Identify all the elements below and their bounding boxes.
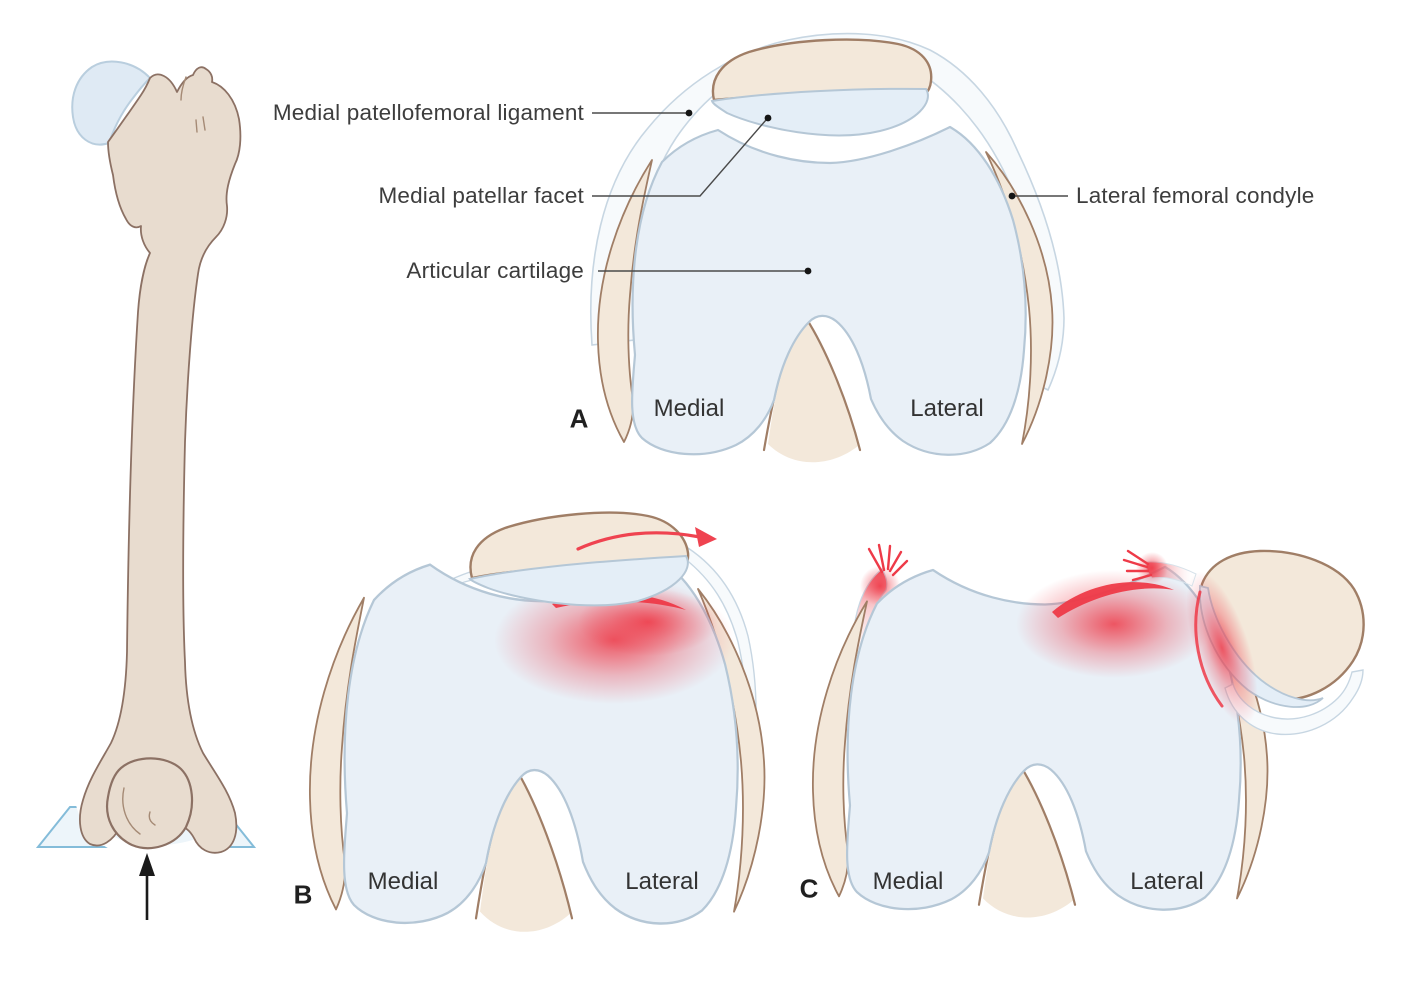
label-articular-cartilage: Articular cartilage: [406, 258, 584, 283]
leader-dots: [685, 109, 1016, 275]
panel-b-lateral-label: Lateral: [625, 868, 699, 895]
medial-patellar-facet-shape: [710, 87, 929, 137]
torn-fray-patellar: [1122, 549, 1153, 582]
panel-a-knee: [589, 32, 1068, 464]
panel-b-letter: B: [293, 879, 313, 910]
panel-a-letter: A: [569, 403, 589, 434]
trochanter-detail-lines: [180, 76, 206, 133]
label-medial-patellofemoral-ligament: Medial patellofemoral ligament: [272, 100, 584, 125]
injury-highlight-trochlea-edge: [1052, 582, 1174, 618]
patella-front-view: [106, 757, 194, 850]
injury-highlight-trochlea-glow: [1016, 570, 1212, 678]
injury-highlight-contact-edge: [1194, 590, 1224, 708]
panel-c-knee: [811, 543, 1365, 919]
panel-a-medial-label: Medial: [653, 395, 725, 422]
retinaculum-loop-band: [1224, 669, 1364, 736]
panel-c-medial-label: Medial: [872, 868, 944, 895]
femur-bone: [79, 66, 242, 854]
panel-a-lateral-label: Lateral: [910, 395, 984, 422]
panel-c-lateral-label: Lateral: [1130, 868, 1204, 895]
torn-fray-medial: [867, 543, 909, 577]
stub-patellar-glow: [1136, 552, 1168, 584]
label-medial-patellar-facet: Medial patellar facet: [378, 183, 584, 208]
lateral-displacement-arrow-head: [695, 527, 717, 547]
viewing-direction-arrow-head: [139, 853, 155, 876]
panel-c-letter: C: [799, 873, 819, 904]
panel-b-medial-label: Medial: [367, 868, 439, 895]
femur-orientation-figure: [35, 60, 257, 920]
label-lateral-femoral-condyle: Lateral femoral condyle: [1076, 183, 1315, 208]
femoral-head-cartilage: [71, 60, 152, 146]
patellar-facet-subluxed: [467, 554, 689, 607]
patella-detail-lines: [122, 787, 156, 835]
injury-highlight-contact-glow: [1186, 571, 1258, 725]
panel-b-knee: [308, 511, 766, 934]
leader-line-facet: [592, 119, 767, 197]
lateral-displacement-arrow-shaft: [576, 531, 702, 551]
leader-lines: [592, 112, 1068, 272]
